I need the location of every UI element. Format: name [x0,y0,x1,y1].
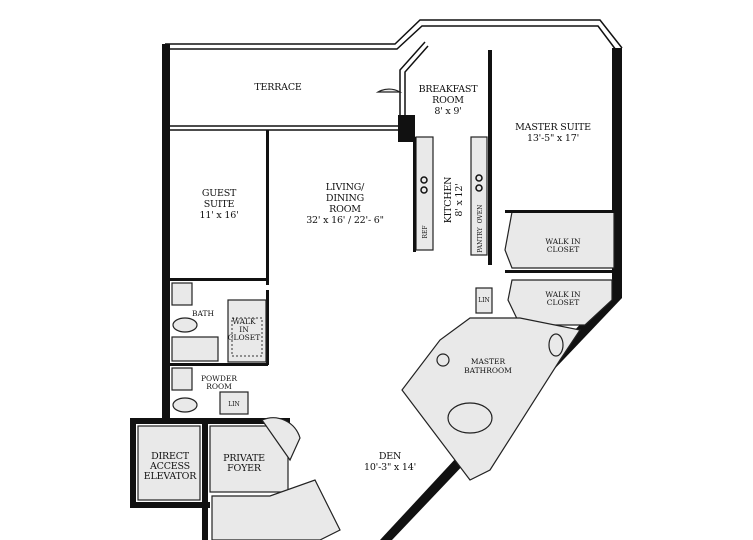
living-label-3: ROOM [329,204,361,215]
lin-label: LIN [228,401,240,408]
walk-in-closet-2-label: WALK IN [545,290,581,299]
living-label-2: DINING [326,193,364,204]
terrace-door[interactable] [375,88,403,93]
breakfast-walls [375,41,492,265]
walk-in-closet-2-label-2: CLOSET [547,298,579,307]
walk-in-closet-label-2: CLOSET [547,245,579,254]
terrace-glass-wall [170,115,415,142]
living-label: LIVING/ [326,182,365,193]
guest-suite-label-2: SUITE [204,199,235,210]
master-bathroom-label: MASTER [471,357,506,366]
pantry-label: PANTRY [477,226,484,252]
guest-suite-size: 11' x 16' [200,210,239,221]
kitchen-size: 8' x 12' [454,183,465,216]
powder-room-label-2: ROOM [206,382,232,391]
breakfast-label: BREAKFAST [419,84,479,95]
terrace-label: TERRACE [254,82,302,93]
oven-label: OVEN [477,205,484,224]
elevator-label-3: ELEVATOR [144,471,197,482]
living-size: 32' x 16' / 22'- 6" [306,215,384,226]
foyer-lower [211,417,341,540]
elevator-label-2: ACCESS [149,461,190,472]
guest-closet-label-2: IN [239,325,249,334]
kitchen-label: KITCHEN [443,177,454,224]
foyer-label-2: FOYER [227,463,262,474]
powder-room-label: POWDER [201,374,237,383]
master-suite-size: 13'-5" x 17' [527,133,579,144]
elevator-label: DIRECT [151,451,190,462]
interior-walls [130,130,290,540]
master-suite-label: MASTER SUITE [515,122,591,133]
guest-suite-label: GUEST [202,188,237,199]
walk-in-closet-label: WALK IN [545,237,581,246]
guest-closet-label: WALK [232,317,256,326]
master-bathroom [401,287,581,481]
bath-label: BATH [192,309,215,318]
terrace-railing [165,19,623,51]
den-size: 10'-3" x 14' [364,462,416,473]
breakfast-label-2: ROOM [432,95,464,106]
master-bathroom-label-2: BATHROOM [464,366,512,375]
master-closets [504,210,615,326]
breakfast-size: 8' x 9' [434,106,461,117]
foyer-label: PRIVATE [223,453,265,464]
guest-closet-label-3: CLOSET [228,333,260,342]
ref-label: REF [422,225,429,238]
den-label: DEN [379,451,401,462]
lin-master-label: LIN [478,297,490,304]
foyer-door[interactable] [261,417,301,462]
kitchen-counters [413,136,488,256]
